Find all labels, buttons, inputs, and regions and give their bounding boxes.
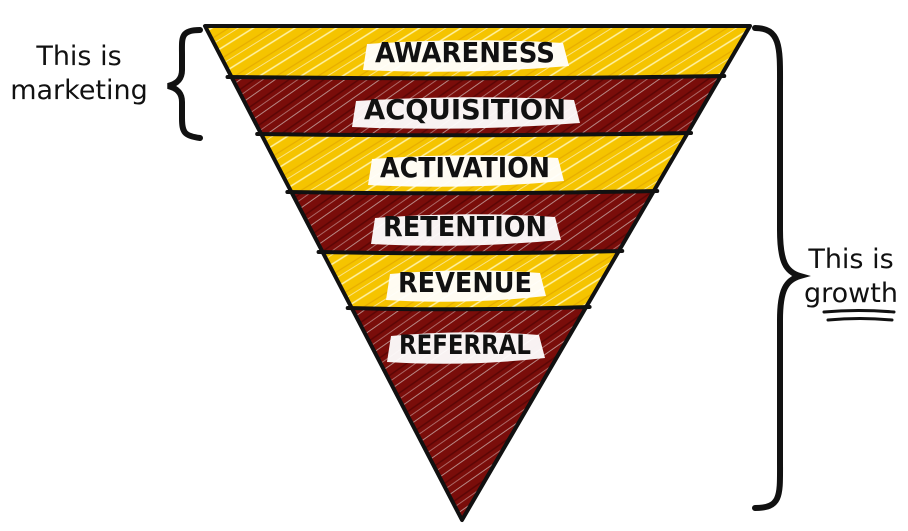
braces bbox=[167, 25, 811, 511]
growth-annotation-line2-wrap: growth bbox=[804, 277, 898, 322]
stage-label-highlight bbox=[371, 214, 561, 246]
funnel-outline bbox=[203, 24, 752, 522]
growth-annotation: This is growth bbox=[796, 243, 906, 322]
stage-label-revenue: REVENUE bbox=[398, 266, 532, 299]
growth-annotation-line2: growth bbox=[804, 278, 898, 309]
funnel-triangle-outline bbox=[203, 24, 752, 522]
funnel-divider bbox=[285, 189, 660, 196]
stage-label-retention: RETENTION bbox=[383, 210, 547, 243]
growth-annotation-line1: This is bbox=[808, 244, 894, 275]
stage-label-highlight bbox=[387, 332, 545, 364]
marketing-annotation-line2: marketing bbox=[10, 75, 148, 106]
stage-label-highlight bbox=[368, 155, 564, 187]
funnel-stage-labels: AWARENESS ACQUISITION ACTIVATION RETENTION R… bbox=[352, 36, 580, 364]
stage-label-highlight bbox=[352, 97, 580, 129]
stage-label-highlight bbox=[363, 40, 569, 72]
stage-label-activation: ACTIVATION bbox=[380, 151, 550, 184]
stage-label-acquisition: ACQUISITION bbox=[364, 93, 566, 126]
growth-brace bbox=[752, 25, 811, 511]
stage-label-highlight bbox=[386, 270, 546, 302]
funnel-divider bbox=[225, 74, 727, 81]
stage-label-awareness: AWARENESS bbox=[375, 36, 555, 69]
funnel-divider bbox=[316, 249, 625, 256]
funnel-divider bbox=[345, 305, 592, 312]
funnel-divider bbox=[255, 131, 694, 138]
stage-label-referral: REFERRAL bbox=[399, 330, 531, 361]
marketing-annotation-line1: This is bbox=[36, 41, 122, 72]
growth-underline bbox=[822, 309, 896, 322]
marketing-annotation: This is marketing bbox=[4, 40, 154, 108]
marketing-brace bbox=[167, 27, 203, 141]
